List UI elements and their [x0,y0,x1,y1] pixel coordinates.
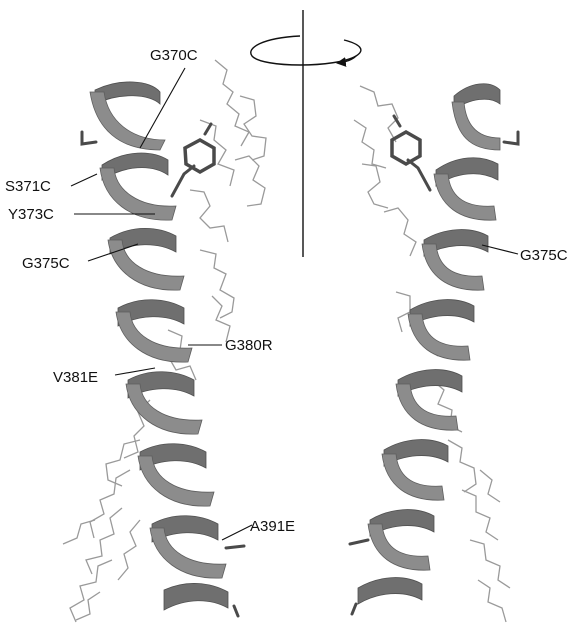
right-helix-ribbon [358,84,500,604]
left-tyr-ring [172,124,214,196]
label-g375c-right: G375C [520,247,568,264]
rotation-arrow-icon [251,36,361,65]
label-g370c: G370C [150,47,198,64]
label-s371c: S371C [5,178,51,195]
right-helix-model [350,84,518,622]
pointer-s371c [71,174,97,186]
label-v381e: V381E [53,369,98,386]
pointer-g370c [140,68,185,148]
label-a391e: A391E [250,518,295,535]
label-g380r: G380R [225,337,273,354]
left-helix-ribbon [90,82,228,610]
label-g375c-left: G375C [22,255,70,272]
label-y373c: Y373C [8,206,54,223]
pointer-a391e [222,525,252,540]
right-tyr-ring [392,116,430,190]
